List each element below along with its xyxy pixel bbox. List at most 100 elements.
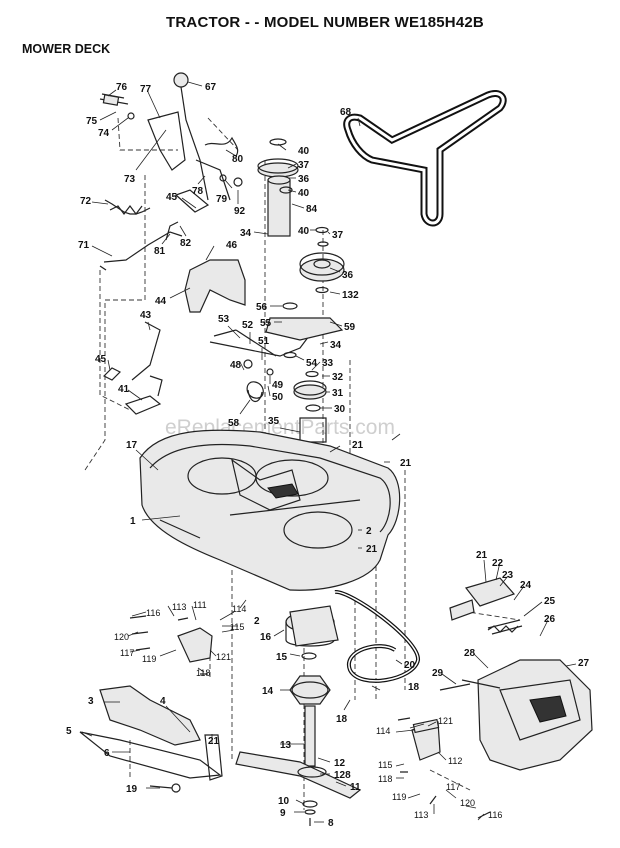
callout: 116	[488, 810, 502, 820]
callout: 5	[66, 726, 72, 737]
front-linkage	[102, 321, 163, 415]
callout: 28	[464, 648, 476, 659]
callout: 115	[378, 760, 392, 770]
callout: 81	[154, 246, 166, 257]
callout: 74	[98, 128, 110, 139]
callout: 21	[366, 544, 378, 555]
callout: 11	[350, 782, 361, 793]
callout: 15	[276, 652, 288, 663]
callout: 59	[344, 322, 356, 333]
callout: 18	[336, 714, 348, 725]
center-pulley-stack	[257, 138, 345, 443]
callout: 114	[232, 604, 246, 614]
diagram-title: TRACTOR - - MODEL NUMBER WE185H42B	[166, 14, 484, 31]
callout: 14	[262, 686, 274, 697]
callout: 78	[192, 186, 204, 197]
callout: 25	[544, 596, 556, 607]
callout: 41	[118, 384, 130, 395]
callout: 4	[160, 696, 166, 707]
callout: 35	[268, 416, 280, 427]
callout: 34	[330, 340, 342, 351]
callout: 117	[120, 648, 134, 658]
callout: 36	[342, 270, 354, 281]
callout: 52	[242, 320, 254, 331]
callout: 120	[114, 632, 129, 642]
lift-lever-assembly	[99, 72, 243, 213]
callout: 121	[438, 716, 453, 726]
callout: 45	[166, 192, 178, 203]
callout: 21	[400, 458, 412, 469]
deck-cover-shape	[184, 259, 246, 313]
callout: 72	[80, 196, 92, 207]
callout: 45	[95, 354, 107, 365]
callout: 2	[254, 616, 260, 627]
callout: 53	[218, 314, 230, 325]
callout: 117	[446, 782, 460, 792]
callout: 37	[298, 160, 310, 171]
callout: 43	[140, 310, 152, 321]
callout: 118	[378, 774, 392, 784]
callout: 118	[196, 668, 210, 678]
callout: 36	[298, 174, 310, 185]
callout: 92	[234, 206, 246, 217]
callout: 21	[352, 440, 364, 451]
callout: 77	[140, 84, 152, 95]
callout: 22	[492, 558, 504, 569]
callout: 40	[298, 146, 310, 157]
callout: 120	[460, 798, 475, 808]
callout: 16	[260, 632, 272, 643]
callout: 21	[476, 550, 488, 561]
callout: 58	[228, 418, 240, 429]
callout: 40	[298, 188, 310, 199]
callout: 73	[124, 174, 136, 185]
callout: 21	[208, 736, 220, 747]
callout: 48	[230, 360, 242, 371]
discharge-chute-assembly	[439, 577, 593, 771]
callout: 56	[256, 302, 268, 313]
callout: 40	[298, 226, 310, 237]
callout: 46	[226, 240, 238, 251]
callout: 84	[306, 204, 318, 215]
mower-deck-housing	[139, 429, 401, 591]
callout: 34	[240, 228, 252, 239]
right-hardware	[397, 717, 491, 819]
spring-and-rods	[99, 199, 183, 271]
callout: 27	[578, 658, 590, 669]
callout: 12	[334, 758, 346, 769]
callout: 17	[126, 440, 138, 451]
callout: 10	[278, 796, 290, 807]
callout: 132	[342, 290, 359, 301]
callout: 23	[502, 570, 514, 581]
callout: 80	[232, 154, 244, 165]
callout: 9	[280, 808, 286, 819]
callout: 113	[414, 810, 428, 820]
drive-belt	[343, 90, 507, 227]
callout: 32	[332, 372, 344, 383]
callout: 119	[142, 654, 156, 664]
belt-guard-and-belt	[289, 590, 420, 683]
callout: 3	[88, 696, 94, 707]
callout: 119	[392, 792, 406, 802]
callout: 116	[146, 608, 160, 618]
callout: 112	[448, 756, 462, 766]
callout: 50	[272, 392, 284, 403]
callout: 55	[260, 318, 272, 329]
callout: 37	[332, 230, 344, 241]
leader-lines	[81, 81, 577, 823]
callout: 8	[328, 818, 334, 829]
callout: 1	[130, 516, 136, 527]
callout: 2	[366, 526, 372, 537]
callout: 19	[126, 784, 138, 795]
callout: 54	[306, 358, 318, 369]
callout: 44	[155, 296, 167, 307]
callout: 128	[334, 770, 351, 781]
callout: 79	[216, 194, 228, 205]
callout: 31	[332, 388, 344, 399]
callout: 115	[230, 622, 244, 632]
callout: 114	[376, 726, 390, 736]
callout: 29	[432, 668, 444, 679]
callout: 18	[408, 682, 420, 693]
front-bracket-assembly	[79, 685, 223, 793]
callout: 33	[322, 358, 334, 369]
